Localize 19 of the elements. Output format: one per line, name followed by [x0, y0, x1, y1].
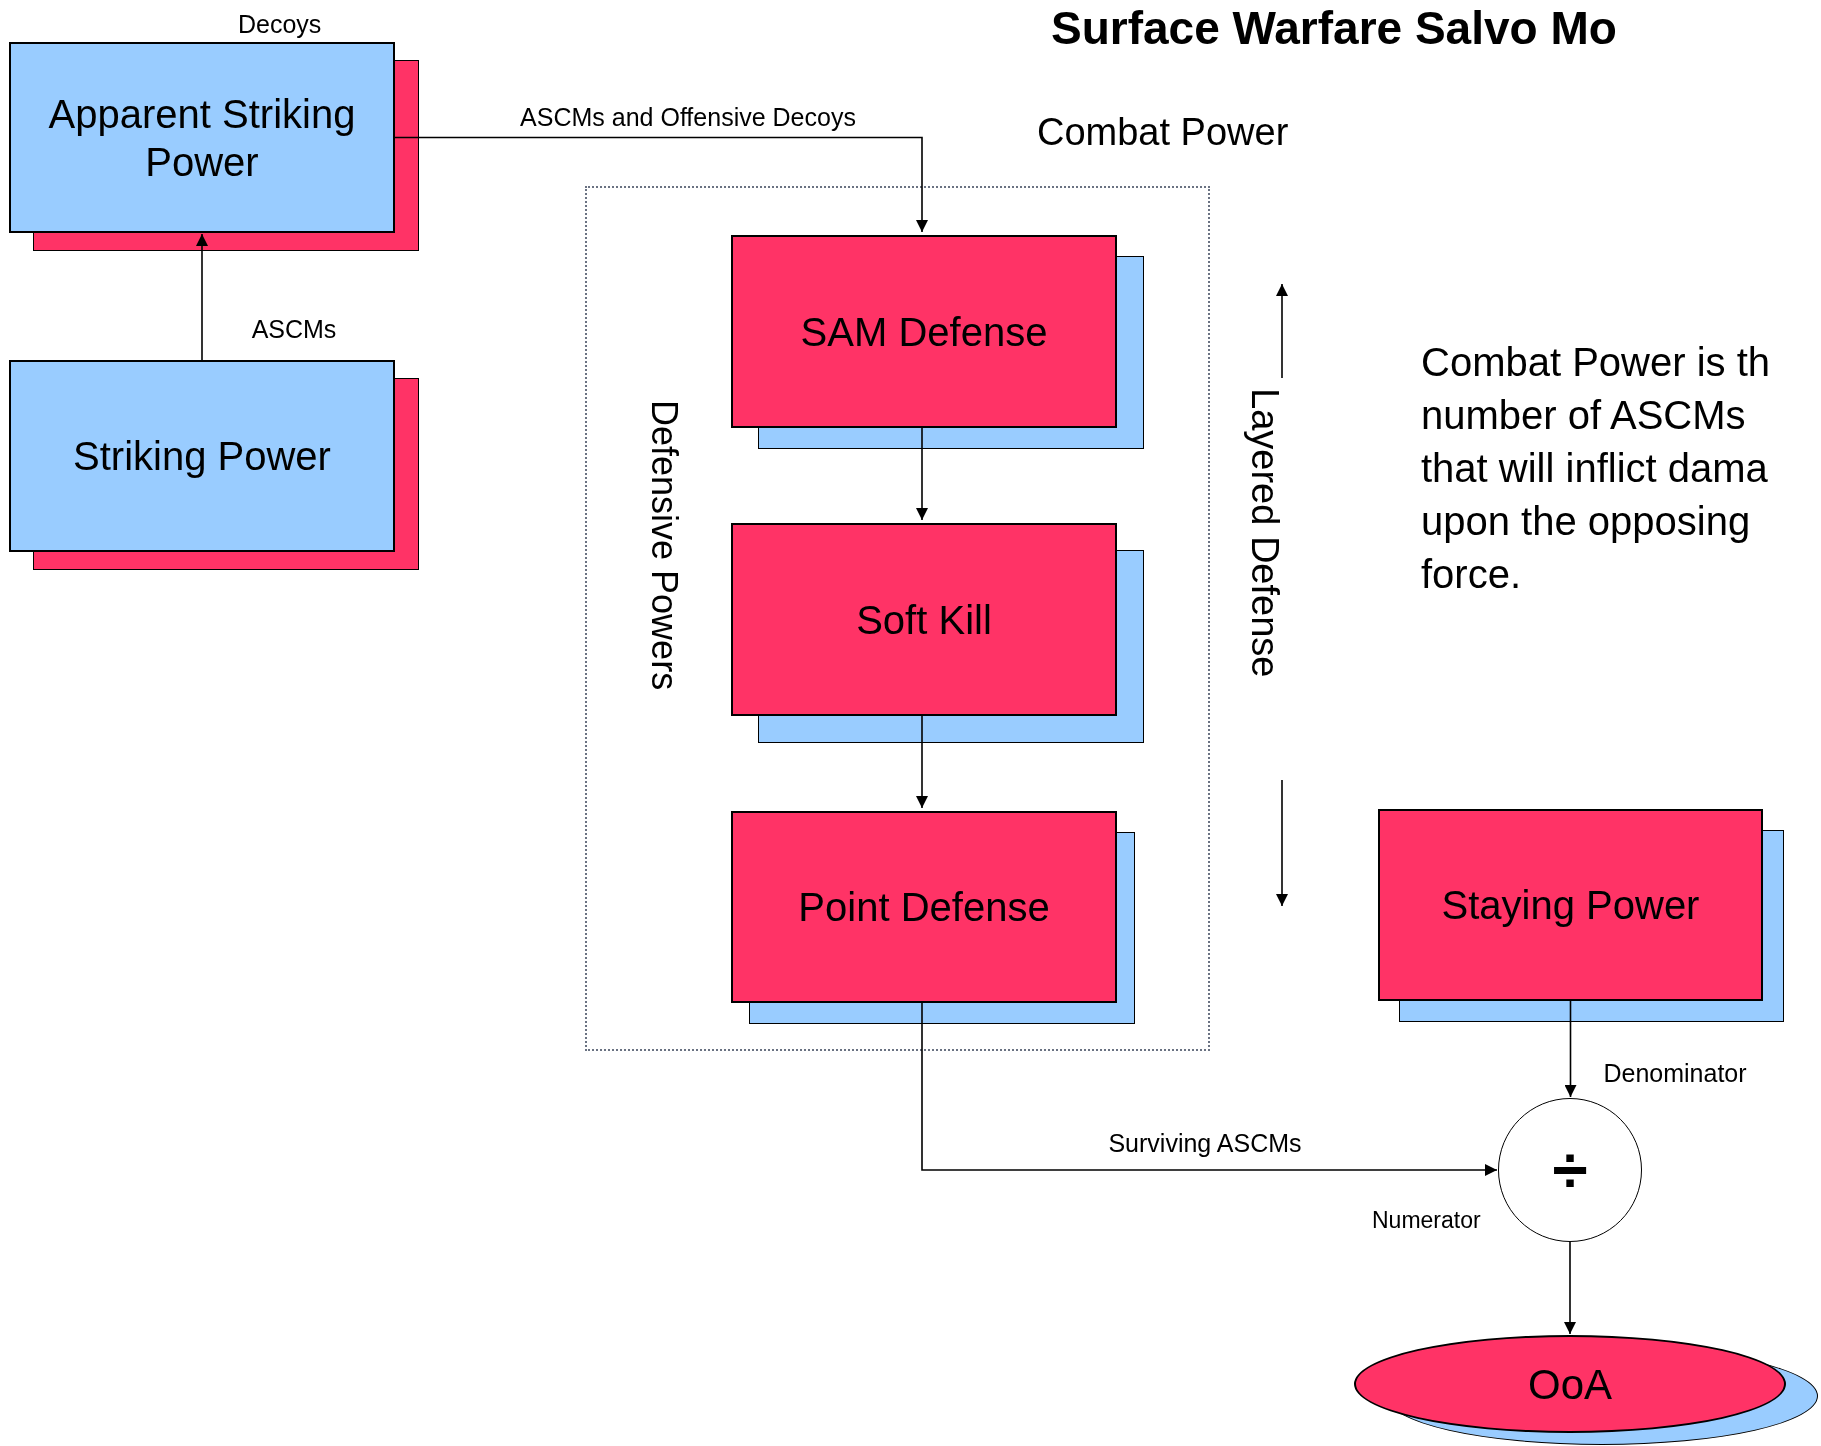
text-label: Numerator — [1372, 1206, 1481, 1235]
vertical-label: Defensive Powers — [643, 400, 686, 691]
diagram-title: Surface Warfare Salvo Mo — [1051, 1, 1617, 56]
operator-circle: ÷ — [1498, 1098, 1642, 1242]
arrow — [1564, 1241, 1576, 1335]
process-box: Apparent Striking Power — [9, 42, 395, 233]
process-box: Striking Power — [9, 360, 395, 552]
process-box: Staying Power — [1378, 809, 1763, 1001]
description-text: Combat Power is th number of ASCMs that will inflict dama upon the opposing force. — [1421, 339, 1772, 598]
group-title: Combat Power — [1037, 110, 1289, 155]
process-box: SAM Defense — [731, 235, 1117, 428]
text-label: Decoys — [238, 9, 322, 40]
result-ellipse: OoA — [1354, 1335, 1786, 1433]
vertical-label: Layered Defense — [1243, 388, 1287, 678]
arrow — [1564, 1000, 1577, 1098]
process-box: Soft Kill — [731, 523, 1117, 716]
process-box: Point Defense — [731, 811, 1117, 1003]
arrow — [394, 136, 928, 233]
arrow — [196, 233, 208, 361]
